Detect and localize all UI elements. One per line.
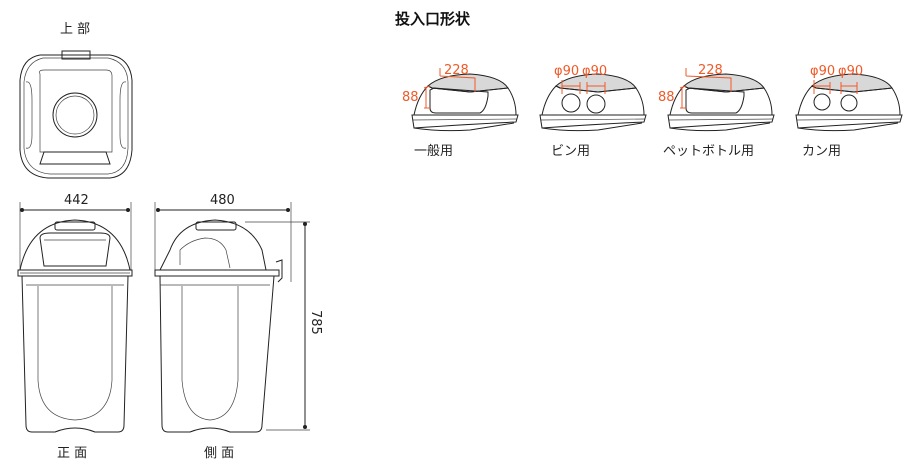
front-view: 442 正 面	[17, 193, 133, 461]
openings-title: 投入口形状	[395, 10, 471, 28]
bottle-hole2-dim: φ90	[582, 64, 607, 79]
opening-pet: 228 88 ペットボトル用	[658, 63, 775, 159]
general-height-dim: 88	[402, 90, 419, 105]
opening-general: 228 88 一般用	[402, 63, 519, 159]
opening-bottle: φ90 φ90 ビン用	[539, 64, 647, 159]
pet-height-dim: 88	[658, 90, 675, 105]
bottle-label: ビン用	[551, 144, 590, 159]
side-view-label: 側 面	[204, 446, 234, 461]
can-hole1-dim: φ90	[810, 64, 835, 79]
can-label: カン用	[802, 144, 841, 159]
general-width-dim: 228	[444, 63, 469, 78]
front-view-label: 正 面	[57, 446, 87, 461]
can-hole2-dim: φ90	[838, 64, 863, 79]
top-view: 上 部	[19, 22, 133, 179]
pet-label: ペットボトル用	[663, 144, 754, 159]
bottle-hole1-dim: φ90	[554, 64, 579, 79]
pet-width-dim: 228	[698, 63, 723, 78]
side-depth-dimension: 480	[210, 193, 235, 208]
height-dimension: 785	[308, 310, 323, 335]
side-view: 480 785 側 面	[154, 193, 323, 461]
opening-can: φ90 φ90 カン用	[795, 64, 903, 159]
general-label: 一般用	[414, 143, 453, 159]
top-view-label: 上 部	[60, 22, 90, 37]
front-width-dimension: 442	[64, 193, 89, 208]
